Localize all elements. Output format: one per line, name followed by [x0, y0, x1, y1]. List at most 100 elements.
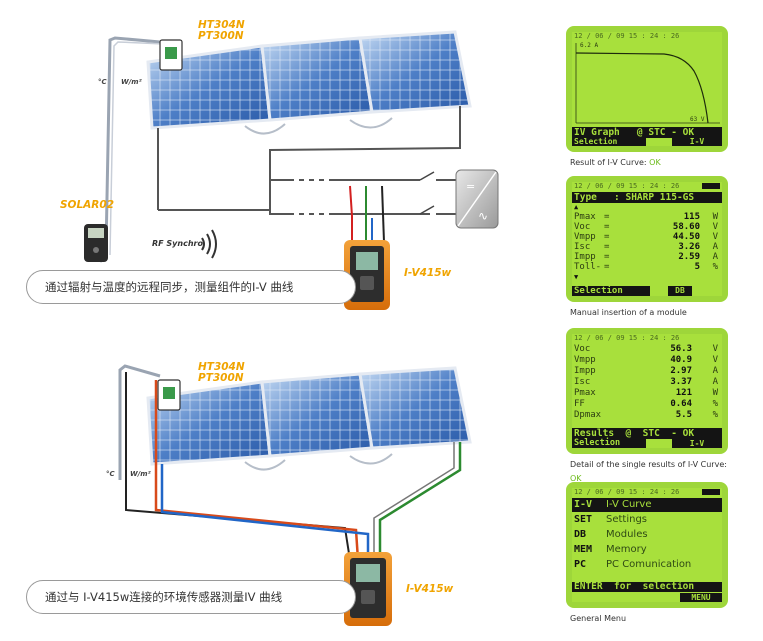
result-param-unit: V — [712, 355, 718, 365]
sensor-label-bottom: HT304N PT300N — [198, 361, 245, 384]
module-param-eq: = — [604, 212, 610, 222]
iv-curve-plot — [575, 43, 720, 124]
result-param-name: Pmax — [574, 388, 596, 398]
module-param-unit: A — [712, 242, 718, 252]
solar-panel-2 — [260, 36, 374, 122]
menu-item-pc[interactable]: PC PC Comunication — [572, 558, 722, 572]
results-status-bar: Results @ STC - OK — [572, 428, 722, 439]
scroll-up-icon[interactable]: ▲ — [574, 203, 579, 211]
module-param-eq: = — [604, 242, 610, 252]
bottom-scene — [118, 364, 472, 626]
menu-item-key: DB — [574, 529, 587, 540]
irradiance-unit-top: W/m² — [121, 78, 142, 86]
menu-item-set[interactable]: SET Settings — [572, 513, 722, 527]
results-caption-ok: OK — [570, 474, 582, 483]
result-param-unit: % — [712, 410, 718, 420]
menu-item-label: Settings — [606, 514, 648, 525]
svg-text:∿: ∿ — [478, 209, 488, 223]
selection-softkey[interactable]: Selection — [572, 138, 646, 146]
system-diagram: = ∿ — [84, 30, 499, 626]
selection-softkey[interactable]: Selection — [572, 439, 646, 448]
menu-item-mem[interactable]: MEM Memory — [572, 543, 722, 557]
module-param-val: 44.50 — [672, 232, 700, 242]
menu-item-key: I-V — [574, 499, 593, 510]
result-param-unit: V — [712, 344, 718, 354]
module-param-unit: A — [712, 252, 718, 262]
module-type-row[interactable]: Type : SHARP 115-GS — [572, 192, 722, 203]
instrument-label-bottom: I-V415w — [406, 583, 454, 595]
battery-icon — [702, 489, 720, 495]
result-param-name: Voc — [574, 344, 591, 354]
iv-graph-screen: 12 / 06 / 09 15 : 24 : 26 6.2 A 63 V IV … — [566, 26, 728, 152]
iv-softkey[interactable]: I-V — [672, 138, 722, 146]
result-param-unit: A — [712, 377, 718, 387]
svg-text:=: = — [466, 180, 475, 193]
module-param-unit: W — [712, 212, 718, 222]
menu-item-db[interactable]: DB Modules — [572, 528, 722, 542]
menu-item-key: SET — [574, 514, 593, 525]
module-param-unit: V — [712, 232, 718, 242]
module-param-unit: V — [712, 222, 718, 232]
menu-softkey[interactable]: MENU — [680, 593, 722, 602]
solar-panel-5 — [260, 372, 374, 458]
result-param-val: 56.3 — [670, 344, 692, 354]
menu-item-key: MEM — [574, 544, 593, 555]
caption-top: 通过辐射与温度的远程同步，测量组件的I-V 曲线 — [26, 270, 356, 304]
module-screen: 12 / 06 / 09 15 : 24 : 26 Type : SHARP 1… — [566, 176, 728, 302]
caption-bottom: 通过与 I-V415w连接的环境传感器测量IV 曲线 — [26, 580, 356, 614]
db-softkey[interactable]: DB — [668, 286, 692, 296]
module-param-val: 2.59 — [678, 252, 700, 262]
inverter-icon: = ∿ — [455, 169, 499, 229]
results-caption: Detail of the single results of I-V Curv… — [570, 460, 727, 469]
module-caption: Manual insertion of a module — [570, 308, 687, 317]
graph-caption: Result of I-V Curve: OK — [570, 158, 661, 167]
menu-item-label: PC Comunication — [606, 559, 692, 570]
enter-hint-bar: ENTER for selection — [572, 582, 722, 592]
result-param-val: 3.37 — [670, 377, 692, 387]
result-param-val: 5.5 — [675, 410, 692, 420]
result-param-val: 40.9 — [670, 355, 692, 365]
rf-synchro-label: RF Synchro — [152, 239, 203, 248]
module-param-eq: = — [604, 262, 610, 272]
iv-softkey[interactable]: I-V — [672, 439, 722, 448]
instrument-label-top: I-V415w — [404, 267, 452, 279]
result-param-unit: W — [712, 388, 718, 398]
y-axis-max-label: 6.2 A — [580, 42, 599, 49]
menu-item-key: PC — [574, 559, 587, 570]
screen-datetime: 12 / 06 / 09 15 : 24 : 26 — [574, 32, 680, 40]
temp-unit-top: °C — [98, 78, 107, 86]
result-param-val: 0.64 — [670, 399, 692, 409]
selection-softkey[interactable]: Selection — [572, 286, 650, 296]
result-param-name: Vmpp — [574, 355, 596, 365]
x-axis-max-label: 63 V — [690, 116, 705, 123]
top-scene: = ∿ — [84, 30, 499, 310]
scroll-down-icon[interactable]: ▼ — [574, 273, 579, 281]
module-param-eq: = — [604, 222, 610, 232]
battery-icon — [702, 183, 720, 189]
solar-panel-3 — [358, 30, 472, 114]
screen-datetime: 12 / 06 / 09 15 : 24 : 26 — [574, 488, 680, 496]
module-param-eq: = — [604, 252, 610, 262]
result-param-name: Isc — [574, 377, 591, 387]
result-param-val: 121 — [675, 388, 692, 398]
rf-signal-icon — [201, 229, 217, 259]
module-param-name: Voc — [574, 222, 591, 232]
result-param-name: Impp — [574, 366, 596, 376]
module-param-eq: = — [604, 232, 610, 242]
module-param-name: Pmax — [574, 212, 596, 222]
menu-item-label: Modules — [606, 529, 648, 540]
graph-caption-text: Result of I-V Curve: — [570, 158, 650, 167]
result-param-name: Dpmax — [574, 410, 602, 420]
screen-datetime: 12 / 06 / 09 15 : 24 : 26 — [574, 334, 680, 342]
menu-item-label: Memory — [606, 544, 647, 555]
temp-unit-bottom: °C — [106, 470, 115, 478]
module-param-name: Impp — [574, 252, 596, 262]
iv415w-instrument — [344, 240, 390, 310]
irradiance-unit-bottom: W/m² — [130, 470, 151, 478]
module-param-val: 58.60 — [672, 222, 700, 232]
